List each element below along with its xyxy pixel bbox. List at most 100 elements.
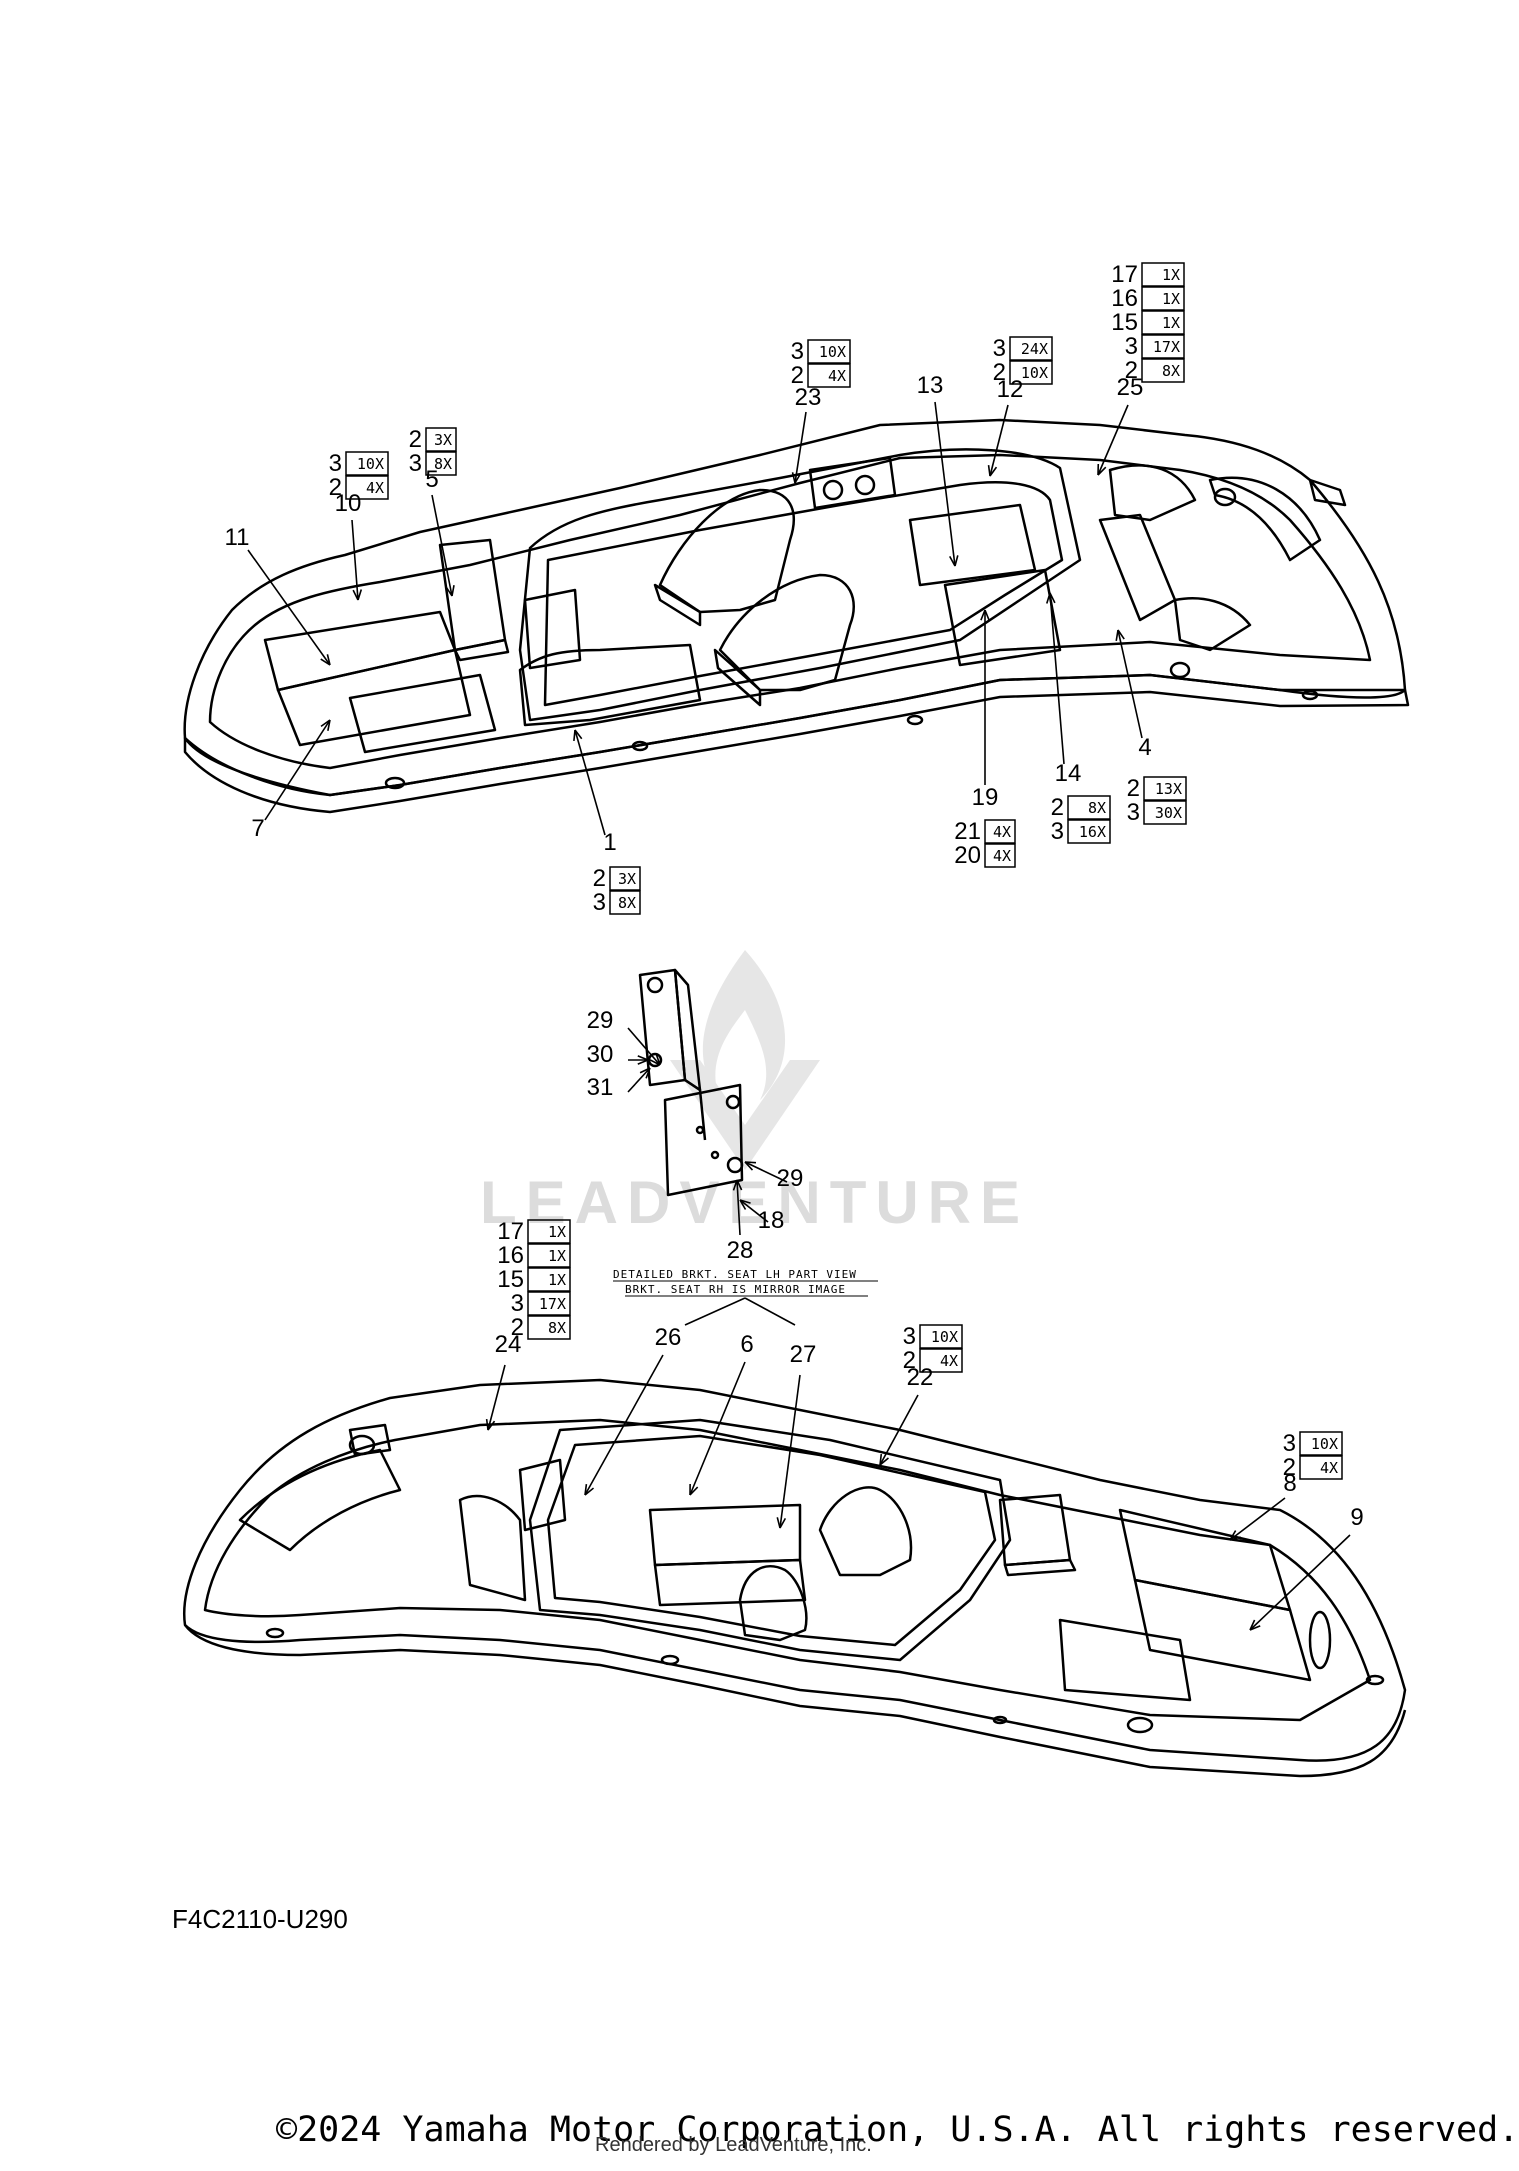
- quantity-part-number: 2: [1283, 1454, 1296, 1481]
- quantity-value: 4X: [828, 367, 846, 385]
- leader-arrow-11: [320, 654, 331, 666]
- callout-19: 19: [972, 784, 999, 811]
- leader-arrow-12: [987, 464, 998, 477]
- callout-25: 25: [1117, 374, 1144, 401]
- quantity-part-number: 3: [993, 335, 1006, 362]
- callout-13: 13: [917, 372, 944, 399]
- quantity-box: [919, 1348, 963, 1373]
- leader-arrow-22: [879, 1453, 889, 1466]
- leader-arrow-14: [1046, 592, 1056, 604]
- quantity-box: [345, 451, 389, 476]
- quantity-box: [984, 819, 1016, 844]
- quantity-part-number: 2: [903, 1347, 916, 1374]
- quantity-value: 17X: [539, 1295, 566, 1313]
- quantity-box: [345, 475, 389, 500]
- quantity-box: [425, 451, 457, 476]
- seat-bracket-detail: [638, 968, 744, 1197]
- quantity-box: [1141, 262, 1185, 287]
- copyright-notice: ©2024 Yamaha Motor Corporation, U.S.A. A…: [276, 2110, 1519, 2150]
- leader-26: [584, 1354, 664, 1496]
- quantity-box: [1299, 1455, 1343, 1480]
- leader-arrow-24: [485, 1418, 496, 1431]
- quantity-part-number: 3: [1125, 333, 1138, 360]
- leader-arrow-29a: [649, 1054, 661, 1066]
- quantity-value: 1X: [548, 1247, 566, 1265]
- detail-caption-line-1: DETAILED BRKT. SEAT LH PART VIEW: [613, 1268, 857, 1281]
- detail-caption-line-2: BRKT. SEAT RH IS MIRROR IMAGE: [625, 1283, 846, 1296]
- callout-24: 24: [495, 1331, 522, 1358]
- callout-10: 10: [335, 490, 362, 517]
- callout-23: 23: [795, 384, 822, 411]
- leader-12: [989, 404, 1009, 477]
- leader-29a: [627, 1027, 661, 1066]
- callout-27: 27: [790, 1341, 817, 1368]
- leader-27: [779, 1374, 801, 1529]
- quantity-box: [1141, 358, 1185, 383]
- quantity-part-number: 16: [497, 1242, 524, 1269]
- leader-arrow-13: [949, 555, 959, 567]
- quantity-value: 10X: [1021, 364, 1048, 382]
- quantity-box: [1067, 795, 1111, 820]
- leader-arrow-23: [791, 472, 802, 484]
- quantity-value: 4X: [1320, 1459, 1338, 1477]
- quantity-part-number: 17: [497, 1218, 524, 1245]
- callout-labels: 1456789101112131418192223242526272829293…: [225, 372, 1364, 1531]
- callout-8: 8: [1283, 1470, 1296, 1497]
- quantity-value: 10X: [819, 343, 846, 361]
- callout-18: 18: [758, 1207, 785, 1234]
- leader-24: [487, 1364, 506, 1431]
- callout-1: 1: [603, 829, 616, 856]
- rendered-by-credit: Rendered by LeadVenture, Inc.: [595, 2134, 872, 2156]
- quantity-value: 3X: [434, 431, 452, 449]
- quantity-box: [527, 1291, 571, 1316]
- callout-5: 5: [425, 466, 438, 493]
- quantity-box: [1299, 1431, 1343, 1456]
- quantity-box: [609, 890, 641, 915]
- quantity-value: 10X: [931, 1328, 958, 1346]
- leader-lines: [247, 401, 1351, 1631]
- quantity-value: 10X: [1311, 1435, 1338, 1453]
- quantity-value: 8X: [548, 1319, 566, 1337]
- leader-arrow-30: [637, 1055, 649, 1065]
- callout-31: 31: [587, 1074, 614, 1101]
- quantity-part-number: 3: [511, 1290, 524, 1317]
- leader-4: [1117, 629, 1143, 739]
- quantity-part-number: 2: [511, 1314, 524, 1341]
- leader-arrow-7: [320, 719, 331, 731]
- quantity-box: [1143, 776, 1187, 801]
- leader-8: [1229, 1497, 1286, 1541]
- quantity-box: [984, 843, 1016, 868]
- leader-31: [627, 1067, 651, 1093]
- callout-14: 14: [1055, 760, 1082, 787]
- leader-arrow-4: [1115, 629, 1125, 641]
- quantity-value: 1X: [1162, 266, 1180, 284]
- quantity-box: [1067, 819, 1111, 844]
- quantity-part-number: 2: [329, 474, 342, 501]
- quantity-box: [1141, 334, 1185, 359]
- quantity-part-number: 2: [1051, 794, 1064, 821]
- leader-arrow-8: [1229, 1530, 1241, 1541]
- detail-caption: DETAILED BRKT. SEAT LH PART VIEW BRKT. S…: [613, 1268, 878, 1326]
- quantity-box: [807, 363, 851, 388]
- quantity-box: [527, 1243, 571, 1268]
- quantity-box: [1141, 310, 1185, 335]
- quantity-value: 8X: [1088, 799, 1106, 817]
- leader-arrow-31: [639, 1067, 651, 1079]
- leader-arrow-6: [689, 1483, 699, 1496]
- quantity-part-number: 2: [593, 865, 606, 892]
- leader-5: [431, 494, 453, 597]
- quantity-box: [919, 1324, 963, 1349]
- quantity-box: [1009, 360, 1053, 385]
- quantity-box: [807, 339, 851, 364]
- quantity-value: 4X: [993, 823, 1011, 841]
- callout-11: 11: [225, 524, 250, 551]
- leader-arrow-26: [584, 1483, 595, 1496]
- leader-arrow-28: [732, 1179, 743, 1191]
- callout-30: 30: [587, 1041, 614, 1068]
- quantity-value: 17X: [1153, 338, 1180, 356]
